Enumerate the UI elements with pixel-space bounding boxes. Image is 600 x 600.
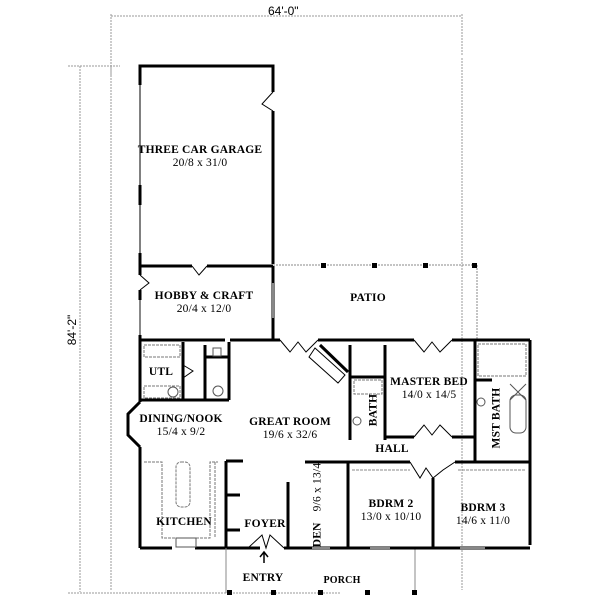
room-name: DINING/NOOK (139, 413, 223, 425)
room-name: KITCHEN (156, 516, 212, 528)
room-name: FOYER (244, 518, 286, 530)
overall-depth-dimension: 84'-2" (65, 314, 79, 346)
room-master-bed: MASTER BED 14/0 x 14/5 (390, 376, 468, 402)
dimension-lines (68, 14, 463, 594)
room-name: UTL (148, 366, 174, 378)
room-bath: BATH (368, 394, 381, 427)
room-foyer: FOYER (244, 518, 285, 531)
garage-walls (138, 64, 275, 270)
room-bedroom-2: BDRM 2 13/0 x 10/10 (361, 498, 422, 524)
room-master-bath: MST BATH (491, 388, 504, 449)
room-name: ENTRY (242, 572, 284, 584)
room-great-room: GREAT ROOM 19/6 x 32/6 (249, 416, 331, 442)
room-dims: 20/4 x 12/0 (176, 303, 232, 315)
room-dims: 13/0 x 10/10 (360, 511, 422, 523)
room-name: HALL (375, 443, 409, 455)
room-three-car-garage: THREE CAR GARAGE 20/8 x 31/0 (138, 144, 263, 170)
room-patio: PATIO (350, 292, 386, 305)
room-dims: 9/6 x 13/4 (311, 462, 324, 512)
room-name: GREAT ROOM (249, 416, 331, 428)
room-bedroom-3: BDRM 3 14/6 x 11/0 (456, 502, 510, 528)
room-hall: HALL (375, 443, 408, 456)
room-dining-nook: DINING/NOOK 15/4 x 9/2 (139, 413, 222, 439)
room-name: DEN (311, 522, 324, 548)
room-name: MST BATH (490, 387, 503, 449)
room-name: PORCH (323, 575, 361, 586)
room-utility: UTL (149, 366, 173, 379)
room-dims: 14/6 x 11/0 (455, 515, 511, 527)
room-name: THREE CAR GARAGE (137, 144, 263, 156)
room-kitchen: KITCHEN (156, 516, 212, 529)
porch-label: PORCH (323, 574, 360, 587)
room-name: HOBBY & CRAFT (154, 290, 254, 302)
room-dims: 19/6 x 32/6 (262, 429, 318, 441)
room-dims: 15/4 x 9/2 (156, 426, 206, 438)
room-name: BATH (367, 393, 380, 427)
room-name: MASTER BED (390, 376, 468, 388)
room-name: BDRM 2 (368, 498, 414, 510)
room-name: BDRM 3 (460, 502, 506, 514)
patio-posts (321, 263, 477, 268)
room-dims: 14/0 x 14/5 (401, 389, 457, 401)
room-name: PATIO (350, 292, 386, 304)
room-den: DEN 9/6 x 13/4 (312, 463, 325, 548)
room-dims: 20/8 x 31/0 (172, 157, 228, 169)
overall-width-dimension: 64'-0" (268, 4, 299, 18)
entry-label: ENTRY (243, 572, 284, 585)
room-hobby-craft: HOBBY & CRAFT 20/4 x 12/0 (155, 290, 254, 316)
